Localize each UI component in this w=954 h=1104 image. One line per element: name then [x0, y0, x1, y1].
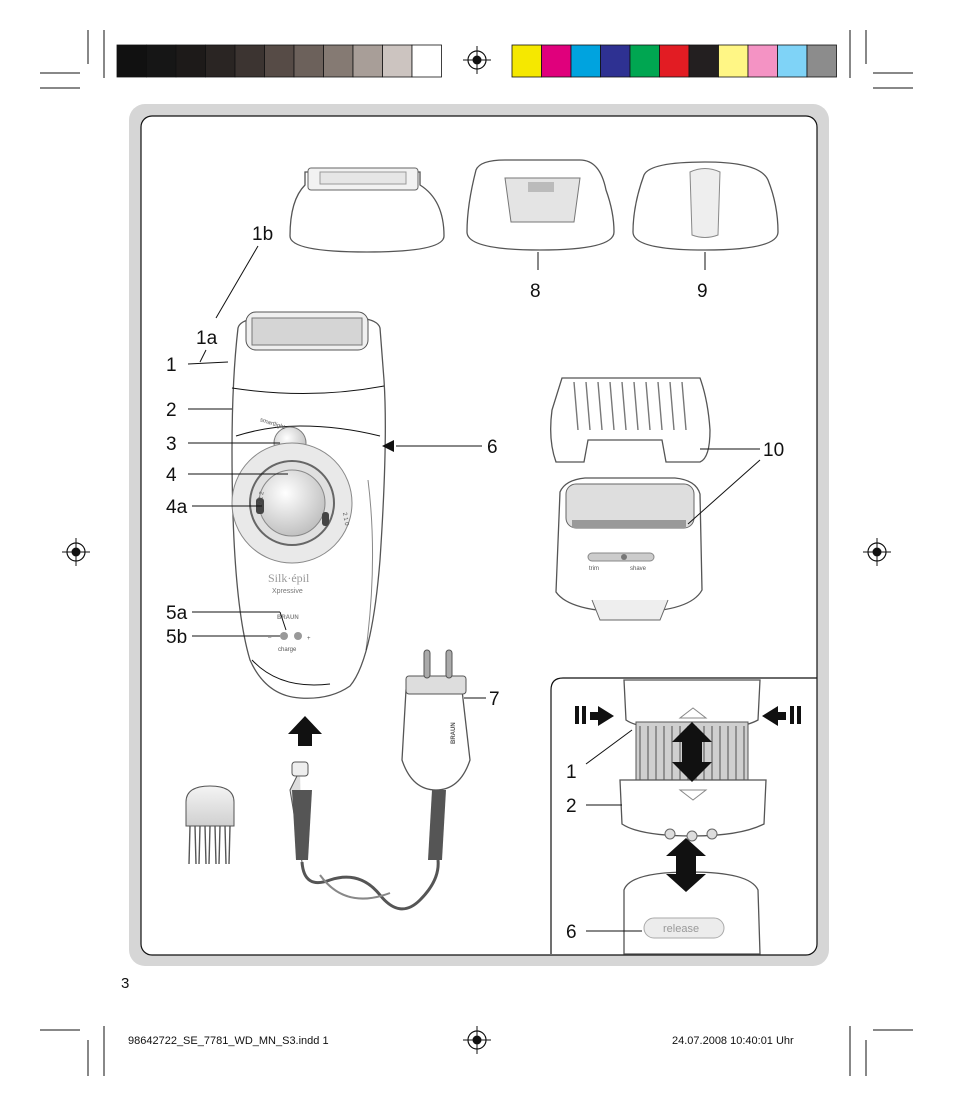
grey-swatch	[234, 44, 265, 78]
grey-swatch	[293, 44, 324, 78]
shaver-head-10	[555, 477, 703, 621]
grey-color-bar	[116, 44, 442, 78]
grey-swatch	[175, 44, 206, 78]
leader-inset-1	[585, 729, 633, 765]
brand-silk-epil: Silk·épil	[268, 571, 310, 585]
grey-swatch	[352, 44, 383, 78]
leader-lines-main	[187, 245, 482, 637]
massage-cap-9	[632, 161, 779, 251]
epilation-cap-1b	[289, 167, 445, 253]
release-text: release	[663, 923, 699, 935]
slug-filename: 98642722_SE_7781_WD_MN_S3.indd 1	[128, 1035, 329, 1047]
arrow-6	[382, 440, 394, 452]
crop-marks	[40, 30, 913, 1076]
label-1b: 1b	[252, 224, 273, 245]
registration-mark-bottom	[463, 1026, 491, 1054]
label-10: 10	[763, 440, 784, 461]
inset-label-2: 2	[566, 796, 577, 817]
epilator-body	[231, 311, 386, 699]
grey-swatch	[382, 44, 413, 78]
label-7: 7	[489, 689, 500, 710]
efficiency-cap-8	[466, 159, 615, 251]
inset-label-6: 6	[566, 922, 577, 943]
grey-swatch	[323, 44, 354, 78]
process-swatch	[777, 44, 808, 78]
registration-mark-left	[62, 538, 90, 566]
plug-logo: BRAUN	[451, 722, 457, 744]
process-color-bar	[511, 44, 837, 78]
inset-label-1: 1	[566, 762, 577, 783]
process-swatch	[688, 44, 719, 78]
grey-swatch	[146, 44, 177, 78]
label-4a: 4a	[166, 497, 188, 518]
grey-swatch	[116, 44, 147, 78]
label-6: 6	[487, 437, 498, 458]
insert-arrow	[288, 716, 322, 746]
label-1: 1	[166, 355, 177, 376]
inset-panel	[550, 677, 817, 955]
trimmer-comb-10	[550, 377, 711, 463]
label-2: 2	[166, 400, 177, 421]
shave-text: shave	[630, 566, 647, 572]
registration-mark-right	[863, 538, 891, 566]
charge-light-minus	[280, 632, 288, 640]
label-9: 9	[697, 281, 708, 302]
charge-minus: –	[268, 635, 272, 641]
grey-swatch	[411, 44, 442, 78]
process-swatch	[718, 44, 749, 78]
brand-xpressive: Xpressive	[272, 588, 303, 595]
cleaning-brush	[185, 785, 235, 865]
process-swatch	[629, 44, 660, 78]
label-5a: 5a	[166, 603, 188, 624]
registration-mark-top	[463, 46, 491, 74]
label-4: 4	[166, 465, 177, 486]
grey-swatch	[205, 44, 236, 78]
charge-plus: +	[307, 636, 311, 642]
process-swatch	[511, 44, 542, 78]
label-3: 3	[166, 434, 177, 455]
trim-text: trim	[589, 566, 599, 572]
label-8: 8	[530, 281, 541, 302]
leader-10b	[687, 459, 761, 525]
label-5b: 5b	[166, 627, 187, 648]
process-swatch	[600, 44, 631, 78]
braun-logo: BRAUN	[277, 615, 299, 621]
label-1a: 1a	[196, 328, 218, 349]
process-swatch	[747, 44, 778, 78]
process-swatch	[570, 44, 601, 78]
process-swatch	[806, 44, 837, 78]
dial-left-text: 0 1 2	[257, 491, 265, 506]
power-cord-and-plug	[289, 649, 471, 911]
dial-right-text: 2 1 0	[341, 512, 349, 527]
process-swatch	[541, 44, 572, 78]
slug-date: 24.07.2008 10:40:01 Uhr	[672, 1035, 794, 1047]
charge-text: charge	[278, 647, 297, 653]
grey-swatch	[264, 44, 295, 78]
charge-light-plus	[294, 632, 302, 640]
page-number: 3	[121, 975, 129, 992]
process-swatch	[659, 44, 690, 78]
